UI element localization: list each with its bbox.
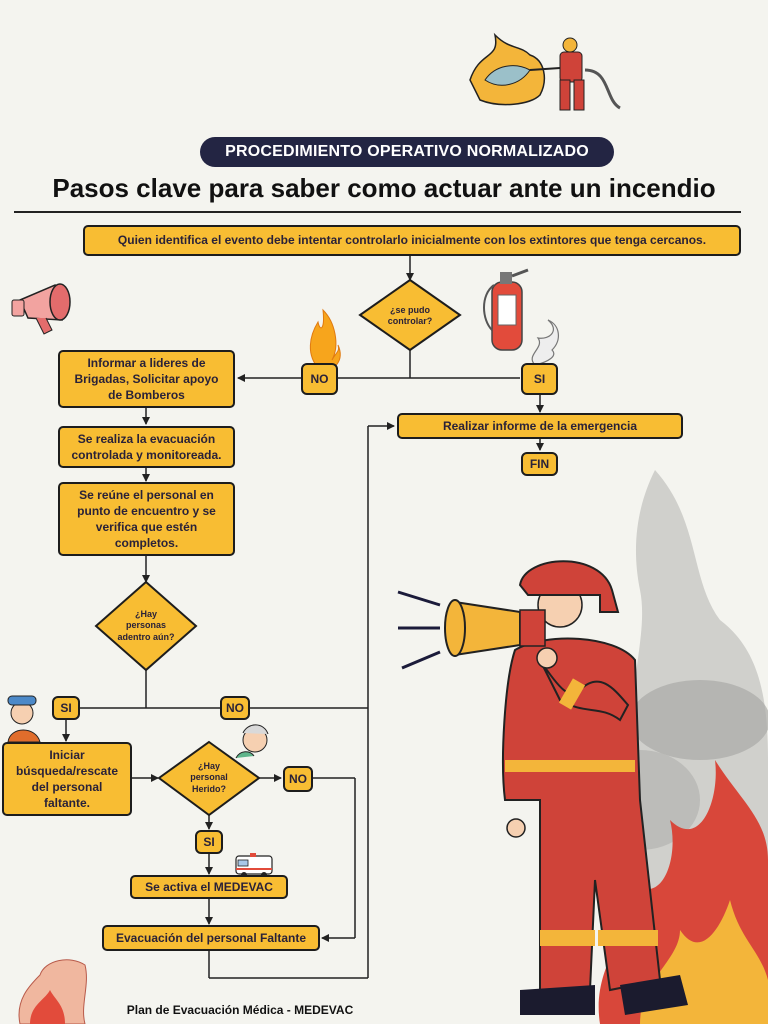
megaphone-icon — [11, 283, 71, 335]
step-identify-control: Quien identifica el evento debe intentar… — [83, 225, 741, 256]
decision-diamond-3 — [157, 740, 261, 817]
page-title: Pasos clave para saber como actuar ante … — [52, 173, 716, 203]
flame-icon — [309, 308, 341, 371]
label-si-3: SI — [195, 830, 223, 854]
label-no-2: NO — [220, 696, 250, 720]
firefighter-illustration — [397, 560, 688, 1015]
step-emergency-report: Realizar informe de la emergencia — [397, 413, 683, 439]
procedure-badge: PROCEDIMIENTO OPERATIVO NORMALIZADO — [200, 137, 614, 167]
title-divider — [14, 211, 741, 213]
label-si-2: SI — [52, 696, 80, 720]
step-medevac: Se activa el MEDEVAC — [130, 875, 288, 899]
step-controlled-evacuation: Se realiza la evacuación controlada y mo… — [58, 426, 235, 468]
extinguisher-icon — [483, 268, 529, 351]
label-no-1: NO — [301, 363, 338, 395]
step-search-rescue: Iniciar búsqueda/rescate del personal fa… — [2, 742, 132, 816]
decision-people-inside-text: ¿Hay personas adentro aún? — [117, 609, 175, 642]
step-inform-leaders: Informar a lideres de Brigadas, Solicita… — [58, 350, 235, 408]
decision-diamond-1 — [358, 278, 462, 352]
firefighter-hose-icon — [469, 32, 621, 111]
rescuer-icon — [7, 695, 41, 743]
label-si-1: SI — [521, 363, 558, 395]
step-meeting-point: Se reúne el personal en punto de encuent… — [58, 482, 235, 556]
footer-text: Plan de Evacuación Médica - MEDEVAC — [126, 1003, 354, 1017]
small-smoke-icon — [531, 319, 559, 366]
label-fin: FIN — [521, 452, 558, 476]
label-no-3: NO — [283, 766, 313, 792]
decision-controlled-text: ¿se pudo controlar? — [387, 304, 433, 326]
decision-diamond-2 — [94, 580, 198, 672]
decision-injured-text: ¿Hay personal Herido? — [190, 761, 228, 794]
step-evacuate-missing: Evacuación del personal Faltante — [102, 925, 320, 951]
fire-corner-icon — [18, 959, 87, 1024]
injured-person-icon — [235, 724, 269, 759]
